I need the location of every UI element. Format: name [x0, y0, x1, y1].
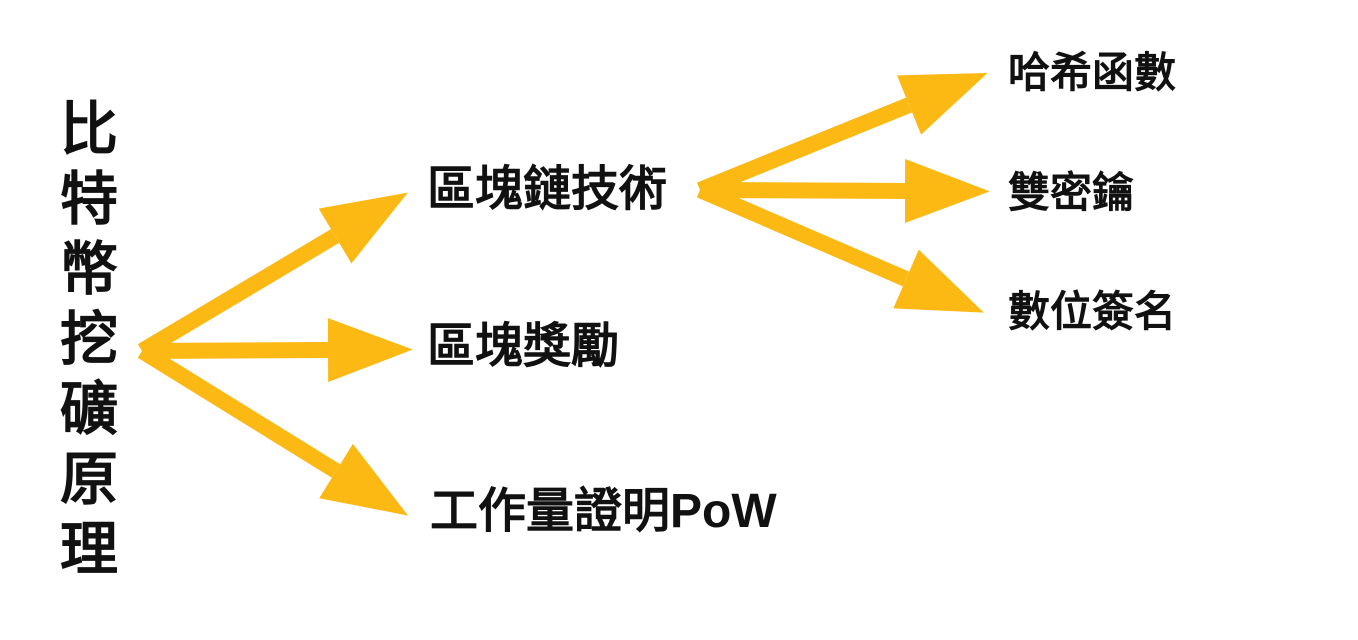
node-block-reward: 區塊獎勵 — [427, 320, 620, 373]
arrow-blockchain-to-digital-signature — [696, 182, 984, 313]
arrow-blockchain-to-hash-function — [696, 73, 988, 198]
arrow-root-to-blockchain-tech — [137, 192, 408, 358]
arrow-root-to-pow — [137, 344, 409, 516]
arrow-blockchain-to-dual-keys — [699, 159, 990, 223]
arrow-root-to-block-reward — [141, 318, 413, 382]
node-blockchain-tech: 區塊鏈技術 — [427, 163, 668, 216]
node-hash-function: 哈希函數 — [1008, 49, 1177, 96]
node-root-title: 比特幣挖礦原理 — [59, 97, 118, 582]
node-dual-keys: 雙密鑰 — [1008, 169, 1135, 216]
node-proof-of-work: 工作量證明PoW — [430, 485, 777, 538]
node-digital-signature: 數位簽名 — [1008, 288, 1177, 335]
